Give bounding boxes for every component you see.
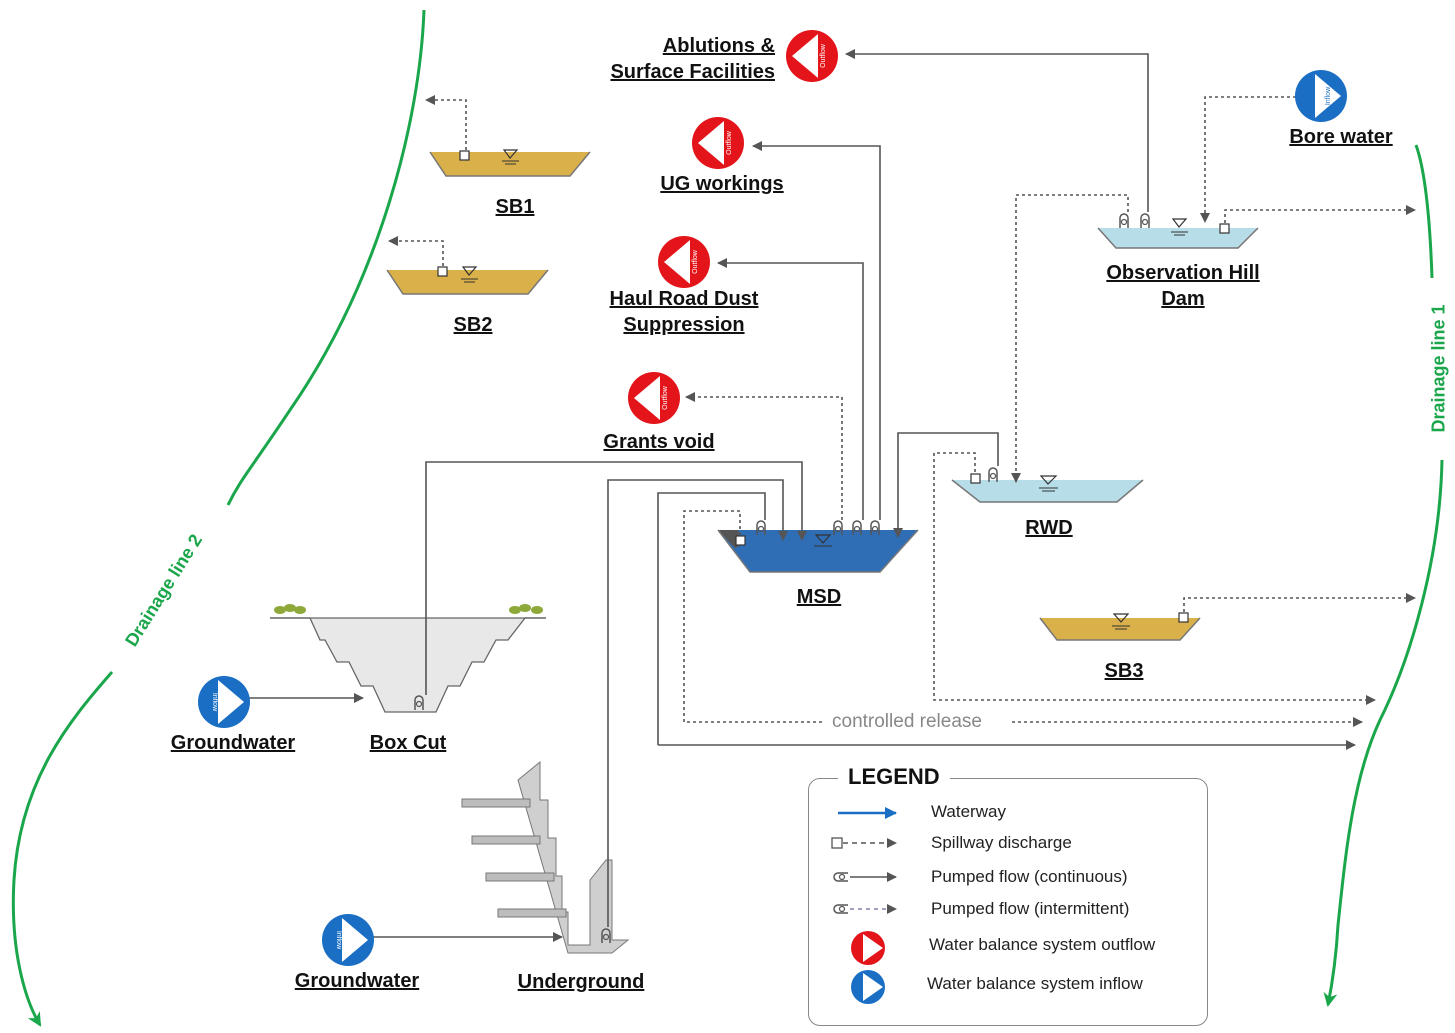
outflow-badge-text: Outflow: [820, 43, 827, 68]
drainage-line-1: [1323, 144, 1444, 1007]
inflow-icon-bore-water: Inflow: [1295, 70, 1347, 122]
outflow-badge-text: Outflow: [726, 130, 733, 155]
label-haul-road: Haul Road Dust Suppression: [609, 288, 759, 336]
box-cut-pit: [270, 604, 546, 713]
outflow-icon-haul-road: Outflow: [658, 236, 710, 288]
outflow-icon-ug-workings: Outflow: [692, 117, 744, 169]
dotted-flows: [388, 95, 1416, 727]
underground-workings: [461, 760, 630, 954]
legend-title: LEGEND: [838, 764, 950, 790]
legend-item-outflow: Water balance system outflow: [929, 935, 1156, 954]
legend-symbols: [831, 807, 897, 1004]
label-msd: MSD: [796, 586, 842, 608]
label-ablutions-line1: Ablutions & Surface Facilities: [610, 35, 775, 83]
label-groundwater-2: Groundwater: [294, 970, 420, 992]
inflow-badge-text: Inflow: [211, 693, 218, 712]
sb3-pond: [1039, 612, 1201, 641]
outflow-badge-text: Outflow: [692, 249, 699, 274]
label-ug-workings: UG workings: [660, 173, 784, 195]
label-bore-water: Bore water: [1289, 126, 1393, 148]
legend-item-inflow: Water balance system inflow: [927, 974, 1143, 993]
drainage-line-1-label: Drainage line 1: [1428, 304, 1449, 433]
outflow-icon-grants-void: Outflow: [628, 372, 680, 424]
legend-outflow-icon: [851, 931, 885, 965]
legend-item-pumped-intermittent: Pumped flow (intermittent): [931, 899, 1130, 918]
label-sb2: SB2: [453, 314, 493, 336]
label-box-cut: Box Cut: [369, 732, 447, 754]
drainage-line-2: [11, 9, 426, 1027]
pumped-flows-continuous: [248, 49, 1356, 942]
inflow-badge-text: Inflow: [1325, 86, 1332, 105]
legend-item-pumped-continuous: Pumped flow (continuous): [931, 867, 1128, 886]
observation-hill-dam-pond: [1097, 213, 1259, 249]
controlled-release-label: controlled release: [824, 711, 990, 733]
legend-item-spillway: Spillway discharge: [931, 833, 1072, 852]
label-grants-void: Grants void: [603, 431, 715, 453]
sb2-pond: [386, 266, 549, 295]
label-ablutions: Ablutions & Surface Facilities: [595, 33, 775, 85]
msd-pond: [717, 520, 919, 573]
sb1-pond: [429, 149, 591, 177]
outflow-badge-text: Outflow: [662, 385, 669, 410]
legend-spillway-symbol: [831, 837, 843, 849]
rwd-pond: [951, 467, 1144, 503]
label-observation-hill-dam: Observation Hill Dam: [1106, 262, 1260, 310]
legend: [808, 778, 1208, 1026]
label-sb1: SB1: [495, 196, 535, 218]
outflow-icon-ablutions: Outflow: [786, 30, 838, 82]
legend-inflow-icon: [851, 970, 885, 1004]
inflow-icon-groundwater-underground: Inflow: [322, 914, 374, 966]
label-underground: Underground: [517, 971, 645, 993]
inflow-icon-groundwater-box-cut: Inflow: [198, 676, 250, 728]
label-groundwater-1: Groundwater: [170, 732, 296, 754]
inflow-badge-text: Inflow: [335, 931, 342, 950]
label-rwd: RWD: [1025, 517, 1073, 539]
legend-item-waterway: Waterway: [931, 802, 1006, 821]
label-sb3: SB3: [1104, 660, 1144, 682]
